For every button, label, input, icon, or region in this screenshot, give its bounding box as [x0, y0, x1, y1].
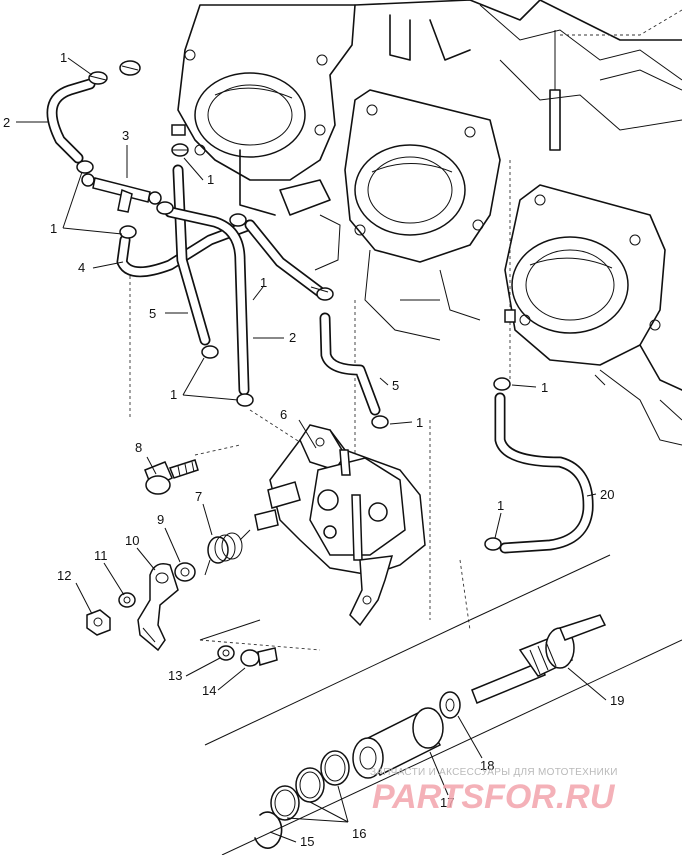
- callout-10: 10: [125, 533, 139, 548]
- clamp-lower-mid: [236, 393, 254, 407]
- hose-2-upper: [46, 78, 96, 164]
- drive-gear-shaft: [471, 614, 607, 704]
- callout-3: 3: [122, 128, 129, 143]
- clamp-center: [229, 213, 247, 227]
- screw: [240, 647, 278, 667]
- hose-20: [494, 392, 594, 554]
- clamp-mid-top: [171, 143, 189, 157]
- callout-7: 7: [195, 489, 202, 504]
- callout-labels: 1 2 3 1 1 4 5 1 2 1 5 1 1 6 8 7 9 10 11 …: [3, 50, 624, 849]
- hose-5-right: [319, 312, 381, 416]
- clamp-pump-right: [371, 415, 389, 429]
- callout-1-right: 1: [541, 380, 548, 395]
- nut: [86, 609, 111, 636]
- callout-4: 4: [78, 260, 85, 275]
- hose-4: [116, 219, 256, 278]
- control-lever: [137, 563, 179, 652]
- callout-13: 13: [168, 668, 182, 683]
- washer: [174, 562, 196, 582]
- callout-6: 6: [280, 407, 287, 422]
- callout-18: 18: [480, 758, 494, 773]
- callout-5-left: 5: [149, 306, 156, 321]
- callout-19: 19: [610, 693, 624, 708]
- callout-1-center: 1: [260, 275, 267, 290]
- clamp-lower-left: [201, 345, 219, 359]
- watermark-logo: PARTSFOR.RU: [372, 778, 616, 816]
- t-fitting: [81, 173, 162, 213]
- clamp-top-left: [88, 71, 108, 85]
- callout-9: 9: [157, 512, 164, 527]
- callout-1-lower-left: 1: [170, 387, 177, 402]
- callout-15: 15: [300, 834, 314, 849]
- callout-12: 12: [57, 568, 71, 583]
- hose-1-upper-right: [244, 219, 326, 298]
- callout-1-left: 1: [50, 221, 57, 236]
- callout-2-middle: 2: [289, 330, 296, 345]
- hose-5-left: [172, 164, 211, 346]
- clamp-center-right: [316, 287, 334, 301]
- watermark: ЗАПЧАСТИ И АКСЕССУАРЫ ДЛЯ МОТОТЕХНИКИ PA…: [370, 767, 618, 816]
- clamp-t-right: [156, 201, 174, 215]
- callout-1-top-left: 1: [60, 50, 67, 65]
- callout-2-left: 2: [3, 115, 10, 130]
- clamp-right: [493, 377, 511, 391]
- callout-5-right: 5: [392, 378, 399, 393]
- oil-pump: [254, 424, 426, 627]
- callout-17: 17: [440, 795, 454, 810]
- bearing-sleeve: [352, 707, 444, 779]
- clamp-fitting-top: [119, 60, 141, 76]
- leader-lines: [16, 57, 607, 843]
- snap-ring: [254, 811, 283, 849]
- hose-2-middle: [164, 206, 250, 396]
- watermark-tagline: ЗАПЧАСТИ И АКСЕССУАРЫ ДЛЯ МОТОТЕХНИКИ: [370, 767, 618, 778]
- callout-16: 16: [352, 826, 366, 841]
- callout-1-pump-right: 1: [416, 415, 423, 430]
- engine-block: [177, 0, 682, 446]
- banjo-bolt: [144, 459, 199, 495]
- assembly-lines: [129, 160, 511, 651]
- lever-washer: [118, 592, 136, 608]
- callout-14: 14: [202, 683, 216, 698]
- callout-20: 20: [600, 487, 614, 502]
- o-rings: [270, 750, 350, 821]
- spring: [204, 529, 251, 576]
- small-washer: [217, 645, 235, 661]
- callout-8: 8: [135, 440, 142, 455]
- clamp-bottom-right: [484, 537, 502, 551]
- callout-11: 11: [94, 548, 108, 563]
- clamp-left-a: [76, 160, 94, 174]
- clamp-left-b: [119, 225, 137, 239]
- oil-seal: [439, 691, 461, 719]
- callout-1-upper-mid: 1: [207, 172, 214, 187]
- callout-1-bottom-right: 1: [497, 498, 504, 513]
- hose-clamps: [76, 60, 516, 551]
